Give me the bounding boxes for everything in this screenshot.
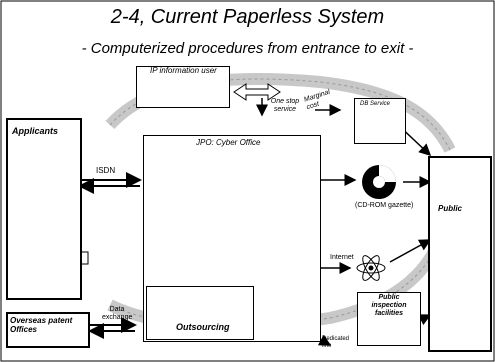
data-exchange-label: Data exchange xyxy=(102,306,132,322)
isdn-label: ISDN xyxy=(96,166,115,175)
outsourcing-label: Outsourcing xyxy=(176,322,230,332)
one-stop-label: One stop service xyxy=(268,98,302,114)
applicants-box xyxy=(6,118,82,300)
ip-user-label: IP information user xyxy=(150,66,222,75)
cd-rom-icon xyxy=(362,165,396,199)
page-subtitle: - Computerized procedures from entrance … xyxy=(0,40,495,57)
cd-rom-label: (CD-ROM gazette) xyxy=(355,202,413,209)
jpo-cyber-office-label: JPO: Cyber Office xyxy=(196,138,260,147)
inspection-label: Public inspection facilities xyxy=(362,294,416,318)
overseas-label: Overseas patent Offices xyxy=(10,316,84,334)
applicants-label: Applicants xyxy=(12,126,58,136)
public-box xyxy=(428,156,492,352)
internet-label: Internet xyxy=(330,254,354,261)
page-title: 2-4, Current Paperless System xyxy=(0,6,495,29)
public-label: Public xyxy=(438,204,462,213)
db-service-label: DB Service xyxy=(360,101,390,107)
internet-atom-icon xyxy=(357,253,385,282)
dedicated-line-label: Dedicated line xyxy=(322,336,352,350)
